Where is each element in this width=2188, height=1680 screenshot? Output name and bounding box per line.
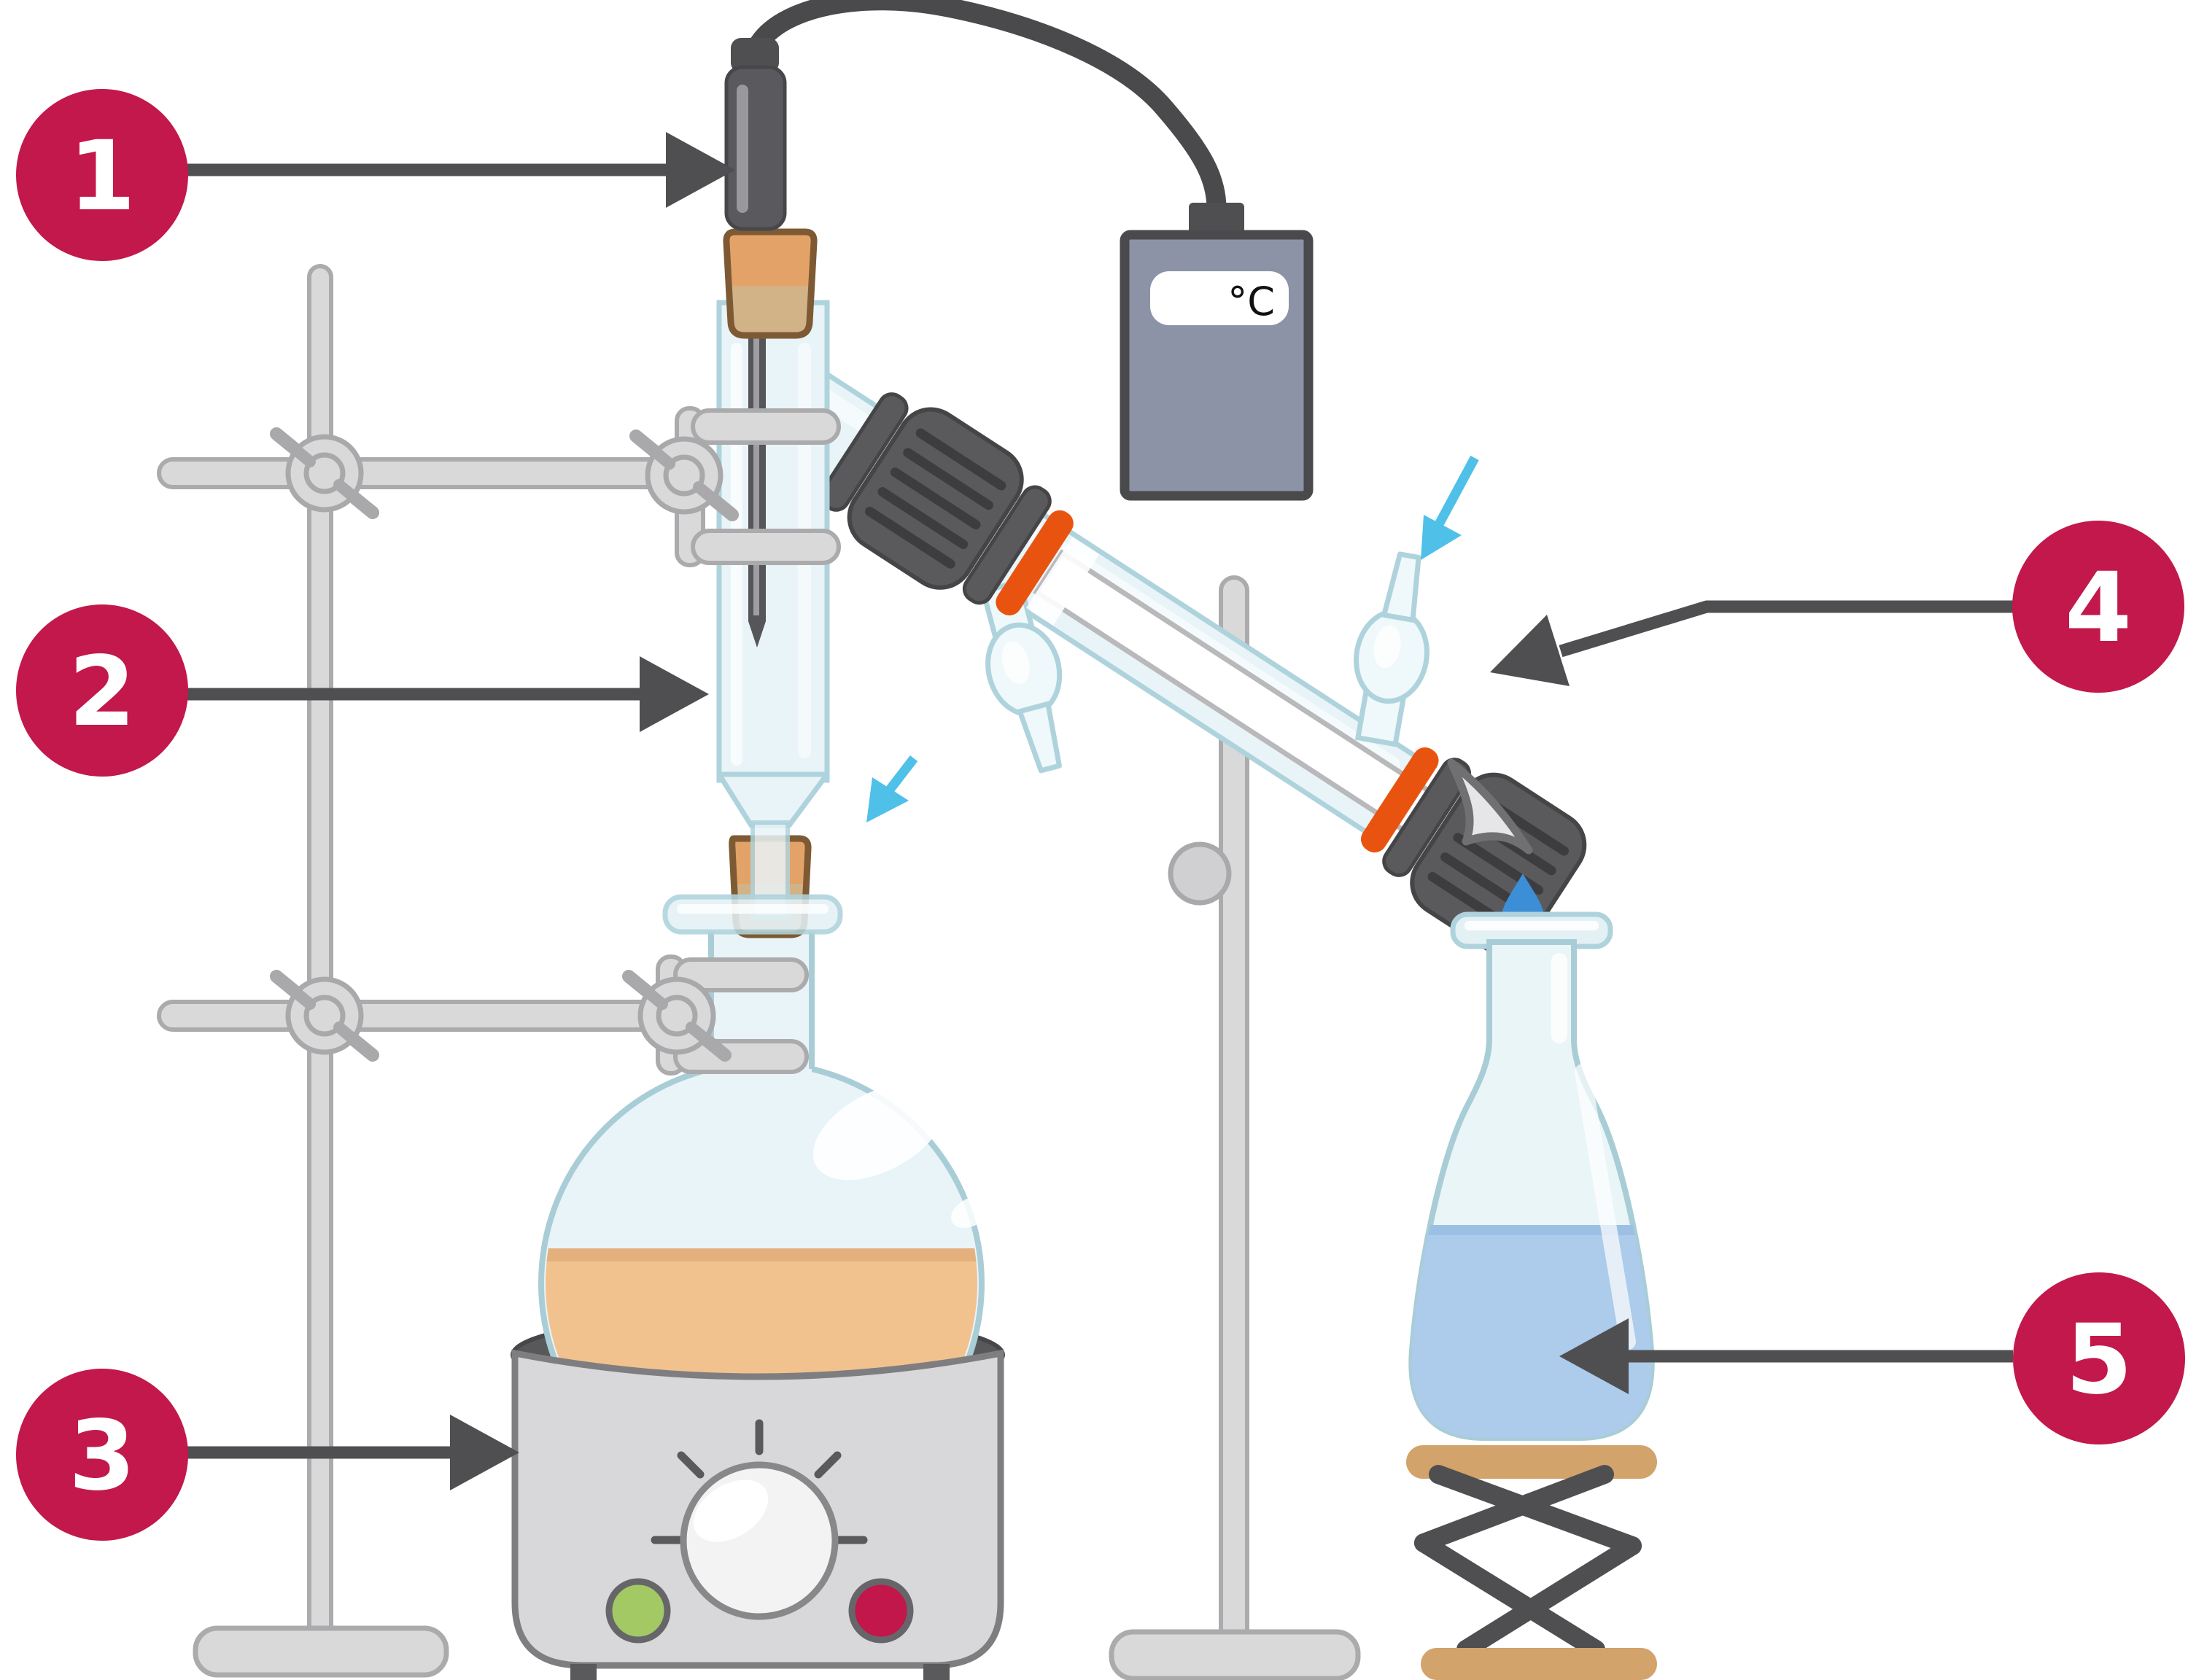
stand-base-left: [193, 1625, 449, 1678]
display-window: [1150, 271, 1289, 325]
callout-1: 1: [16, 89, 735, 261]
water-inlet-port: [1353, 551, 1429, 747]
erlenmeyer-shine-body: [1575, 1064, 1636, 1350]
stand-base-right: [1109, 1629, 1361, 1680]
label-4-badge[interactable]: [2012, 521, 2184, 693]
mantle-power-light-red: [848, 1578, 914, 1644]
bosshead-knob-lower: [1168, 841, 1232, 906]
boiling-liquid-surface: [546, 1248, 977, 1261]
jack-base-plate: [1421, 1648, 1657, 1680]
still-head-taper: [716, 771, 830, 828]
temperature-display: °C: [1120, 203, 1314, 501]
receiving-liquid-surface: [1411, 1225, 1652, 1235]
callout-5-arrowhead: [1559, 1318, 1629, 1394]
label-4-number: 4: [2065, 552, 2132, 664]
water-out-arrow: [866, 755, 918, 822]
bosshead-upper-rod: [276, 434, 373, 513]
mantle-foot-left: [570, 1664, 597, 1680]
label-1-badge[interactable]: [16, 89, 188, 261]
cork-stopper-top: [723, 228, 818, 339]
thermometer-probe: [724, 38, 787, 231]
mantle-power-light-green: [605, 1578, 671, 1644]
callout-4-arrowhead: [1490, 615, 1570, 686]
lab-jack: [1406, 1445, 1657, 1680]
heating-mantle: [511, 1349, 1004, 1680]
label-3-badge[interactable]: [16, 1369, 188, 1541]
flask-neck-collar: [662, 894, 843, 935]
label-1-number: 1: [69, 120, 136, 233]
erlenmeyer-rim-shine: [1465, 921, 1599, 930]
callout-2-arrowhead: [640, 656, 709, 732]
celsius-readout: °C: [1227, 279, 1275, 324]
label-2-badge[interactable]: [16, 604, 188, 777]
keck-clip-upper: [819, 392, 1052, 605]
drip-tip: [1447, 758, 1533, 855]
label-2-number: 2: [69, 636, 136, 748]
mantle-dial-ticks: [651, 1419, 868, 1544]
callout-4: 4: [1490, 521, 2184, 693]
water-in-arrow: [1421, 455, 1479, 560]
flask-shine-small: [951, 1196, 992, 1228]
callout-3: 3: [16, 1369, 519, 1541]
stand-crossbar-lower: [157, 1000, 682, 1032]
callout-1-arrowhead: [666, 132, 735, 208]
callout-3-arrowhead: [450, 1415, 519, 1490]
condenser-joint-lower: [1361, 747, 1439, 853]
probe-cable: [747, 0, 1227, 219]
inner-tube-joint: [1026, 537, 1100, 626]
callout-4-line: [1559, 600, 2013, 658]
flask-shine: [812, 1083, 945, 1181]
collar-shine: [677, 904, 829, 914]
knob-shine: [693, 1479, 769, 1542]
bosshead-lower-rod: [276, 976, 373, 1055]
jack-scissor-legs[interactable]: [1414, 1465, 1642, 1659]
callout-5: 5: [1559, 1272, 2185, 1444]
condenser-joint-upper: [996, 510, 1074, 615]
mantle-foot-right: [923, 1664, 950, 1680]
label-5-number: 5: [2065, 1304, 2133, 1416]
label-5-badge[interactable]: [2013, 1272, 2185, 1444]
callout-2: 2: [16, 604, 709, 777]
retort-stand-left: [193, 264, 449, 1678]
label-3-number: 3: [69, 1400, 136, 1512]
stand-crossbar-upper: [157, 457, 689, 489]
